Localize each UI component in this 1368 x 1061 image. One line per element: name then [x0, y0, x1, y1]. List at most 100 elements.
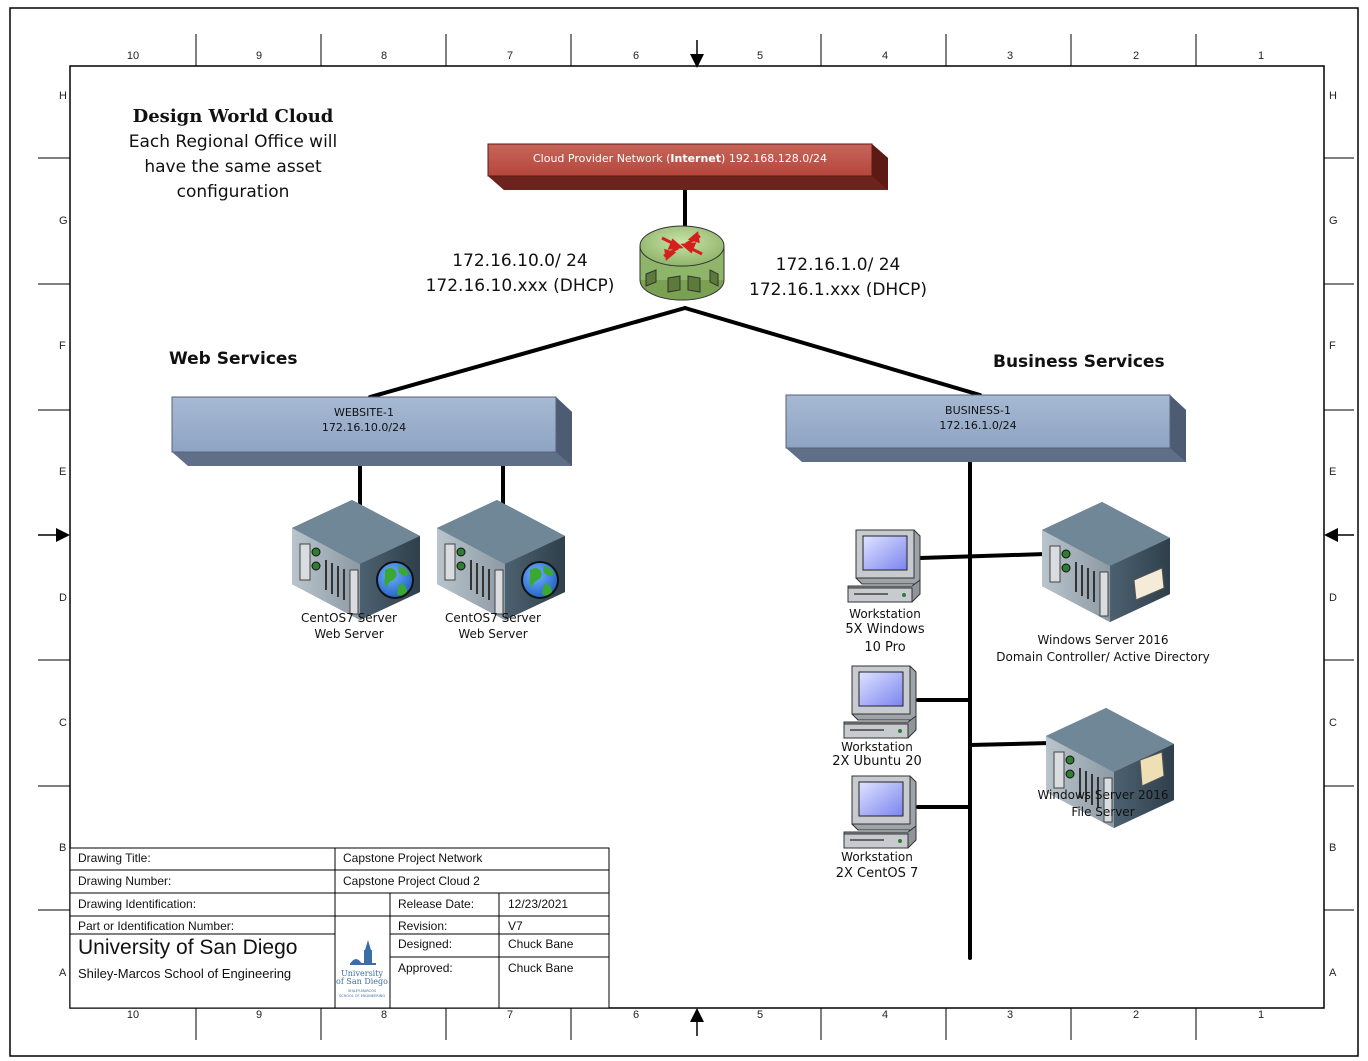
domain-controller-role: Domain Controller/ Active Directory — [996, 650, 1210, 664]
diagram-subtitle-line: configuration — [176, 182, 290, 202]
svg-text:SHILEY-MARCOS: SHILEY-MARCOS — [348, 989, 377, 993]
file-server-label: Windows Server 2016 — [1037, 788, 1169, 802]
col-label-top: 8 — [380, 50, 388, 62]
tb-revision-label: Revision: — [398, 919, 448, 933]
web-server-2 — [436, 499, 566, 621]
tb-university-name: University of San Diego — [78, 936, 298, 959]
business-switch-name: BUSINESS-1 — [945, 404, 1011, 417]
workstation-count: 5X Windows — [845, 622, 925, 637]
col-label-bottom: 9 — [255, 1009, 263, 1021]
tb-approved-label: Approved: — [398, 961, 453, 975]
center-arrows — [38, 40, 1354, 1036]
row-label-left: G — [59, 215, 68, 227]
column-ticks — [195, 34, 1197, 1040]
business-services-heading: Business Services — [993, 352, 1165, 372]
business-subnet-label: 172.16.1.0/ 24 — [775, 255, 901, 275]
workstation-label: Workstation — [841, 740, 913, 754]
workstation-label: Workstation — [849, 607, 921, 621]
col-label-top: 1 — [1257, 50, 1265, 62]
business-switch — [785, 394, 1186, 462]
business-dhcp-label: 172.16.1.xxx (DHCP) — [749, 280, 927, 300]
row-label-right: B — [1329, 842, 1337, 854]
col-label-bottom: 10 — [126, 1009, 140, 1021]
web-server-label: CentOS7 Server — [445, 611, 541, 625]
row-label-left: F — [59, 340, 66, 352]
row-label-left: H — [59, 90, 67, 102]
workstation-count: 2X Ubuntu 20 — [832, 754, 922, 769]
domain-controller-server — [1041, 501, 1171, 623]
col-label-bottom: 1 — [1257, 1009, 1265, 1021]
diagram-subtitle-line: have the same asset — [144, 157, 322, 177]
col-label-top: 10 — [126, 50, 140, 62]
col-label-bottom: 8 — [380, 1009, 388, 1021]
row-label-left: E — [59, 466, 67, 478]
connection-lines — [358, 188, 1052, 960]
svg-text:SCHOOL OF ENGINEERING: SCHOOL OF ENGINEERING — [339, 994, 385, 998]
row-label-right: H — [1329, 90, 1337, 102]
tb-drawing-title-label: Drawing Title: — [78, 851, 151, 865]
tb-approved-value: Chuck Bane — [508, 961, 574, 975]
col-label-top: 7 — [506, 50, 514, 62]
web-server-1 — [291, 499, 421, 621]
business-switch-subnet: 172.16.1.0/24 — [939, 419, 1017, 432]
tb-designed-value: Chuck Bane — [508, 937, 574, 951]
diagram-subtitle-line: Each Regional Office will — [128, 132, 338, 152]
tb-release-date-label: Release Date: — [398, 897, 475, 911]
web-services-heading: Web Services — [169, 349, 298, 369]
tb-designed-label: Designed: — [398, 937, 453, 951]
col-label-bottom: 4 — [881, 1009, 889, 1021]
web-subnet-label: 172.16.10.0/ 24 — [452, 251, 588, 271]
row-ticks — [38, 157, 1354, 911]
col-label-top: 5 — [756, 50, 764, 62]
tb-part-label: Part or Identification Number: — [78, 919, 235, 933]
workstation-centos — [843, 775, 917, 849]
row-label-left: D — [59, 592, 67, 604]
file-server — [1045, 707, 1175, 829]
workstation-windows — [847, 529, 921, 603]
cloud-network-bar — [487, 143, 888, 190]
col-label-bottom: 3 — [1006, 1009, 1014, 1021]
col-label-top: 2 — [1132, 50, 1140, 62]
row-label-right: C — [1329, 717, 1337, 729]
domain-controller-label: Windows Server 2016 — [1037, 633, 1169, 647]
workstation-os: 10 Pro — [864, 640, 906, 655]
website-switch — [171, 396, 572, 466]
col-label-bottom: 5 — [756, 1009, 764, 1021]
col-label-bottom: 7 — [506, 1009, 514, 1021]
router-icon — [639, 225, 725, 301]
row-label-right: F — [1329, 340, 1336, 352]
diagram-title: Design World Cloud — [132, 106, 334, 127]
cloud-network-label: Cloud Provider Network (Internet) 192.16… — [532, 152, 827, 165]
title-block-grid — [69, 847, 610, 1009]
file-server-role: File Server — [1071, 805, 1135, 819]
web-dhcp-label: 172.16.10.xxx (DHCP) — [425, 276, 615, 296]
col-label-top: 6 — [632, 50, 640, 62]
row-label-left: A — [59, 967, 67, 979]
web-server-role: Web Server — [458, 627, 528, 641]
svg-text:University: University — [341, 969, 383, 978]
row-label-right: G — [1329, 215, 1338, 227]
col-label-top: 4 — [881, 50, 889, 62]
outer-frame — [9, 7, 1359, 1057]
university-logo: University of San Diego SHILEY-MARCOS SC… — [336, 936, 388, 1004]
tb-drawing-id-label: Drawing Identification: — [78, 897, 197, 911]
col-label-bottom: 6 — [632, 1009, 640, 1021]
col-label-bottom: 2 — [1132, 1009, 1140, 1021]
workstation-label: Workstation — [841, 850, 913, 864]
website-switch-name: WEBSITE-1 — [333, 406, 395, 419]
col-label-top: 9 — [255, 50, 263, 62]
tb-drawing-title-value: Capstone Project Network — [343, 851, 483, 865]
row-label-left: B — [59, 842, 67, 854]
tb-school-name: Shiley-Marcos School of Engineering — [78, 966, 292, 981]
web-server-label: CentOS7 Server — [301, 611, 397, 625]
website-switch-subnet: 172.16.10.0/24 — [321, 421, 407, 434]
tb-drawing-number-label: Drawing Number: — [78, 874, 172, 888]
row-label-right: E — [1329, 466, 1337, 478]
workstation-ubuntu — [843, 665, 917, 739]
tb-revision-value: V7 — [508, 919, 523, 933]
workstation-count: 2X CentOS 7 — [835, 866, 919, 881]
tb-release-date-value: 12/23/2021 — [508, 897, 569, 911]
row-label-left: C — [59, 717, 67, 729]
